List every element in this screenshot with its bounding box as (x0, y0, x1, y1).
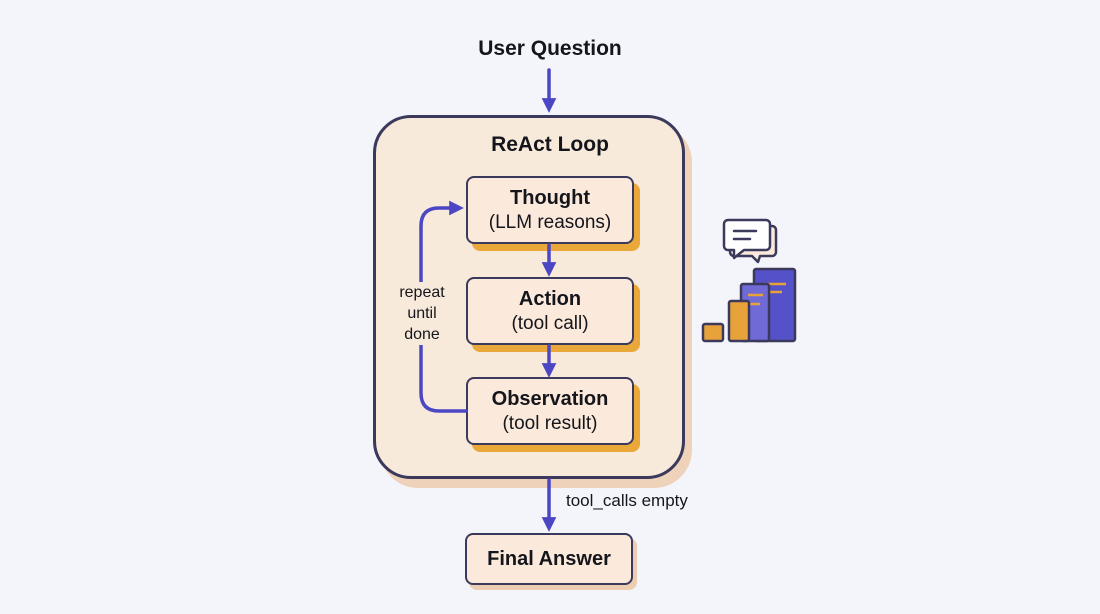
thought-node: Thought (LLM reasons) (466, 176, 634, 244)
loop-back-label: repeat until done (388, 282, 456, 345)
action-node-title: Action (518, 287, 582, 310)
observation-node-title: Observation (491, 387, 609, 410)
loop-title: ReAct Loop (491, 133, 609, 156)
exit-condition-label: tool_calls empty (566, 491, 688, 510)
chat-documents-icon (701, 218, 797, 343)
final-answer-node: Final Answer (465, 533, 633, 585)
user-question-label: User Question (478, 37, 622, 60)
action-node-subtitle: (tool call) (511, 312, 589, 334)
action-node: Action (tool call) (466, 277, 634, 345)
thought-node-title: Thought (510, 186, 590, 209)
observation-node: Observation (tool result) (466, 377, 634, 445)
loop-back-label-line: until (407, 305, 437, 322)
loop-back-label-line: done (404, 326, 440, 343)
final-answer-label: Final Answer (487, 547, 611, 570)
loop-back-label-line: repeat (399, 284, 445, 301)
thought-node-subtitle: (LLM reasons) (488, 211, 612, 233)
observation-node-subtitle: (tool result) (502, 412, 598, 434)
